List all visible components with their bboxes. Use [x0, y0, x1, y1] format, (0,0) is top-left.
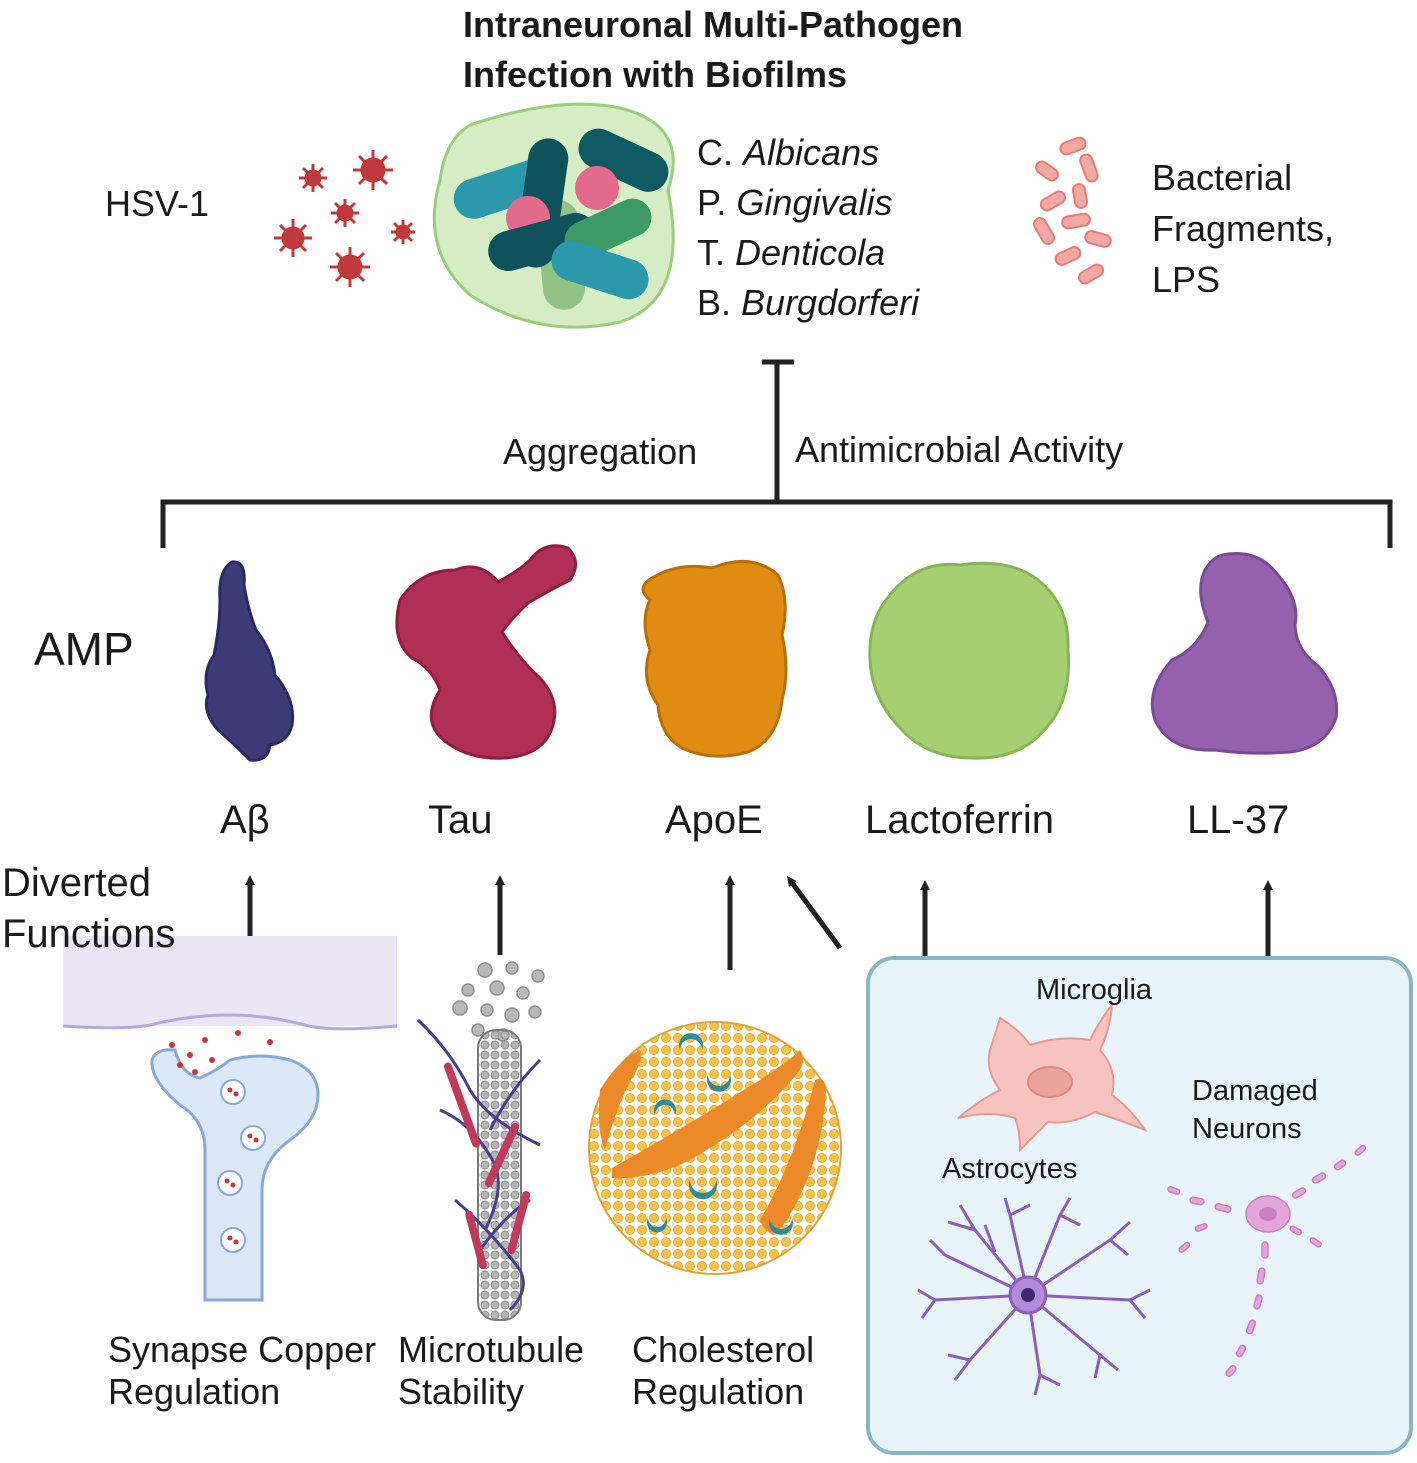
hsv1-label: HSV-1 [105, 183, 210, 224]
function-label-synapse: Synapse Copper Regulation [108, 1329, 377, 1412]
amp-label: AMP [34, 623, 134, 675]
function-label-cholesterol: Cholesterol Regulation [632, 1329, 815, 1412]
astrocyte-icon [917, 1197, 1151, 1396]
glial-cell-panel [866, 956, 1413, 1455]
title-line-2: Infection with Biofilms [463, 54, 847, 95]
aggregation-label: Aggregation [503, 431, 698, 472]
peptide-label-ll37: LL-37 [1187, 798, 1290, 842]
damaged-neuron-icon [1167, 1144, 1367, 1378]
microtubule-icon [416, 961, 545, 1321]
title-line-1: Intraneuronal Multi-Pathogen [463, 4, 963, 45]
ll37-shape [1150, 552, 1339, 755]
peptide-label-lactoferrin: Lactoferrin [865, 798, 1054, 842]
abeta-shape [204, 560, 295, 762]
lipoprotein-icon [588, 1021, 842, 1275]
function-label-microtubule: Microtubule Stability [398, 1329, 585, 1412]
astrocytes-label: Astrocytes [942, 1153, 1078, 1185]
bacterial-fragments-icon [1033, 136, 1112, 285]
antimicrobial-activity-label: Antimicrobial Activity [795, 429, 1124, 470]
biofilm-icon [432, 102, 675, 329]
peptide-label-tau: Tau [428, 798, 493, 842]
bacterial-fragments-label: Bacterial Fragments, LPS [1152, 157, 1335, 300]
tau-shape [395, 544, 577, 760]
peptide-label-abeta: Aβ [220, 798, 270, 842]
inhibition-bracket [160, 359, 1393, 548]
diverted-functions-label: Diverted Functions [2, 861, 176, 956]
apoe-shape [641, 559, 788, 758]
microglia-label: Microglia [1036, 974, 1153, 1006]
species-denticola: T. Denticola [697, 232, 886, 273]
lactoferrin-shape [868, 561, 1070, 760]
damaged-neurons-label: Damaged Neurons [1192, 1075, 1318, 1145]
hsv1-virus-icon [274, 150, 415, 287]
species-gingivalis: P. Gingivalis [697, 182, 893, 223]
peptide-label-apoe: ApoE [665, 798, 763, 842]
synapse-icon [62, 936, 398, 1302]
species-albicans: C. Albicans [697, 132, 880, 173]
microglia-icon [957, 1001, 1148, 1153]
species-burgdorferi: B. Burgdorferi [697, 282, 920, 323]
pathogen-species-list: C. Albicans P. Gingivalis T. Denticola B… [697, 128, 919, 328]
diagram-title: Intraneuronal Multi-Pathogen Infection w… [463, 0, 963, 100]
